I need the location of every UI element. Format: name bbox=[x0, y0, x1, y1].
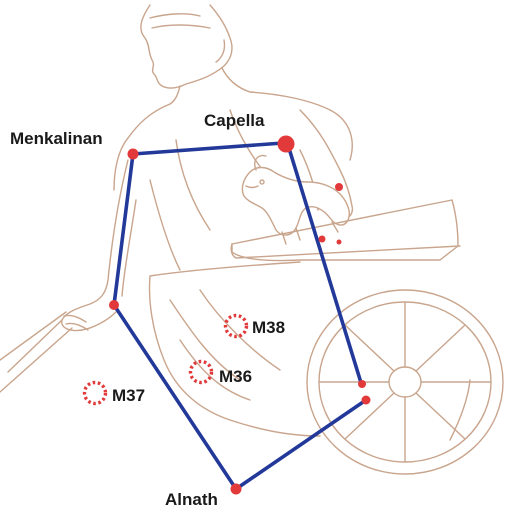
charioteer-drapery bbox=[169, 289, 281, 401]
cluster-m38-marker bbox=[223, 313, 249, 339]
whip bbox=[0, 311, 73, 393]
label-m37: M37 bbox=[112, 386, 145, 405]
charioteer-shoulders bbox=[113, 91, 353, 191]
charioteer-left-arm bbox=[61, 159, 137, 332]
star-west bbox=[109, 300, 119, 310]
stars bbox=[109, 135, 371, 495]
goat bbox=[241, 166, 350, 236]
charioteer-hand bbox=[63, 314, 89, 331]
star-south bbox=[358, 380, 366, 388]
cluster-m36-marker bbox=[188, 359, 214, 385]
goat-ear bbox=[245, 154, 267, 189]
label-m36: M36 bbox=[219, 367, 252, 386]
goat-eye bbox=[259, 179, 265, 185]
chariot-rim bbox=[230, 243, 461, 259]
star-alnath bbox=[230, 483, 242, 495]
charioteer-figure bbox=[0, 4, 504, 475]
charioteer-neck bbox=[169, 67, 251, 105]
star-clusters bbox=[82, 313, 249, 406]
line-menkalinan-west bbox=[112, 152, 135, 307]
charioteer-head bbox=[140, 4, 233, 89]
line-menkalinan-capella bbox=[131, 141, 285, 156]
label-capella: Capella bbox=[204, 111, 265, 130]
star-goat-1 bbox=[335, 183, 343, 191]
constellation-lines bbox=[112, 141, 368, 491]
star-goat-2 bbox=[318, 235, 326, 243]
charioteer-hair bbox=[149, 13, 226, 63]
chariot-skirt bbox=[148, 261, 471, 441]
line-capella-south bbox=[286, 143, 364, 388]
cluster-m37-marker bbox=[82, 380, 108, 406]
chariot-body bbox=[231, 199, 459, 262]
label-alnath: Alnath bbox=[165, 490, 218, 509]
line-alnath-east bbox=[234, 398, 368, 491]
line-west-alnath bbox=[112, 303, 238, 491]
label-m38: M38 bbox=[252, 318, 285, 337]
star-goat-3 bbox=[336, 239, 342, 245]
chariot-wheel bbox=[306, 289, 504, 475]
star-east bbox=[361, 395, 371, 405]
label-menkalinan: Menkalinan bbox=[10, 129, 103, 148]
star-capella bbox=[277, 135, 295, 153]
star-menkalinan bbox=[127, 148, 139, 160]
